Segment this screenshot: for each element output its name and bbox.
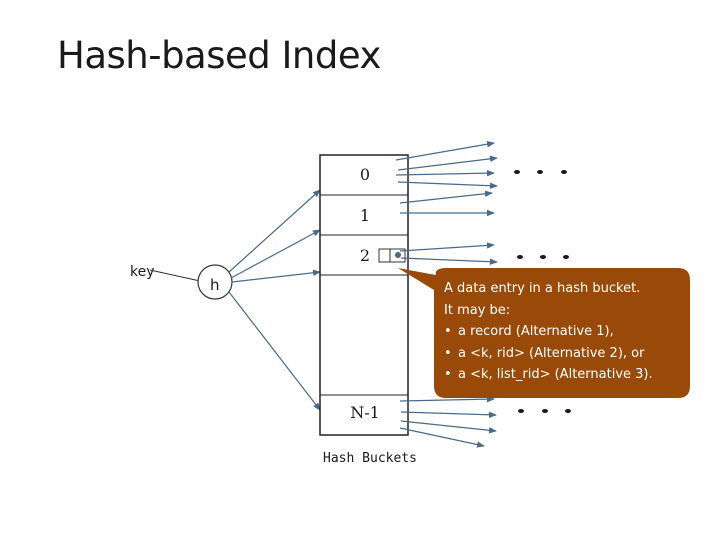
key-label: key — [130, 264, 155, 280]
buckets-caption: Hash Buckets — [323, 451, 417, 466]
bucket-2-page-arrow — [400, 257, 498, 265]
bucket-label-0: 0 — [360, 165, 370, 184]
bucket-1-page-arrow — [399, 190, 493, 204]
chain-continuation-dots — [514, 170, 567, 174]
hash-function-label: h — [210, 276, 220, 294]
bucket-array — [319, 154, 409, 436]
bucket-n-1-page-arrow — [399, 395, 495, 403]
chain-continuation-dots — [518, 409, 571, 413]
callout-line-1: A data entry in a hash bucket. — [444, 281, 641, 296]
bucket-label-2: 2 — [360, 246, 370, 265]
bucket-n-1-page-arrow — [400, 411, 497, 418]
slide-title: Hash-based Index — [57, 34, 381, 77]
hash-arrow-to-bucket-n-1 — [228, 291, 321, 411]
callout-text: A data entry in a hash bucket. It may be… — [444, 278, 684, 386]
bucket-2-page-arrow — [399, 242, 495, 252]
hash-arrow-to-bucket-2 — [231, 269, 321, 283]
chain-continuation-dots — [517, 255, 569, 259]
callout-list-item: a <k, rid> (Alternative 2), or — [444, 343, 684, 365]
key-to-hash-line — [149, 269, 201, 282]
bucket-n-1-page-arrow — [400, 420, 497, 434]
bucket-label-n-1: N-1 — [350, 403, 380, 422]
callout-line-2: It may be: — [444, 302, 511, 318]
bucket-0-page-arrow — [395, 141, 495, 161]
hash-arrow-to-bucket-0 — [228, 189, 321, 273]
bucket-0-page-arrow — [397, 181, 498, 189]
callout-list-item: a <k, list_rid> (Alternative 3). — [444, 364, 684, 386]
data-entry-pointer-dot — [395, 252, 401, 258]
bucket-n-1-page-arrow — [399, 427, 485, 448]
bucket-label-1: 1 — [360, 206, 370, 225]
hash-arrow-to-bucket-1 — [230, 229, 321, 279]
bucket-0-page-arrow — [397, 155, 498, 171]
bucket-0-page-arrow — [395, 169, 495, 177]
callout-list-item: a record (Alternative 1), — [444, 321, 684, 343]
callout-list: a record (Alternative 1), a <k, rid> (Al… — [444, 321, 684, 386]
